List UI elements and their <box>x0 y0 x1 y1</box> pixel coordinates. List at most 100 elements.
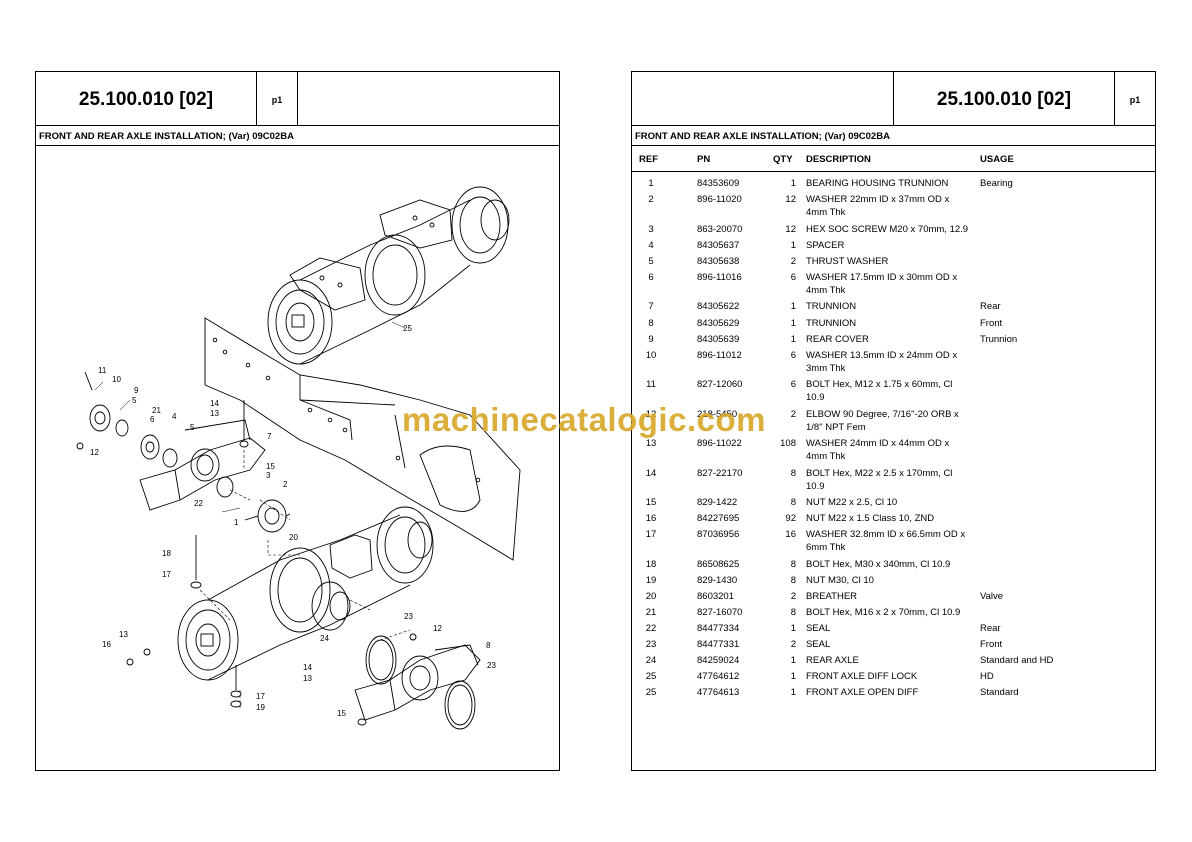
callout-11: 11 <box>98 366 107 375</box>
row-ref: 5 <box>648 256 654 267</box>
col-header-usage: USAGE <box>980 154 1014 165</box>
row-pn: 827-22170 <box>697 468 743 479</box>
row-description: ELBOW 90 Degree, 7/16"-20 ORB x <box>806 409 959 420</box>
row-qty: 8 <box>790 497 796 508</box>
callout-2: 2 <box>283 480 288 489</box>
row-pn: 47764612 <box>697 671 740 682</box>
row-usage: Standard <box>980 687 1019 698</box>
row-description: BEARING HOUSING TRUNNION <box>806 178 949 189</box>
row-ref: 14 <box>645 468 657 479</box>
row-description: SPACER <box>806 240 845 251</box>
row-ref: 13 <box>645 438 657 449</box>
callout-6: 6 <box>150 415 155 424</box>
row-description: REAR AXLE <box>806 655 859 666</box>
row-ref: 17 <box>645 529 657 540</box>
row-qty: 8 <box>790 468 796 479</box>
callout-24: 24 <box>320 634 329 643</box>
bearing-housing-1 <box>257 499 287 533</box>
row-pn: 827-16070 <box>697 607 743 618</box>
left-page-number: p1 <box>271 95 283 105</box>
row-ref: 6 <box>648 272 654 283</box>
row-qty: 2 <box>790 256 796 267</box>
watermark: machinecatalogic.com <box>402 401 766 438</box>
callout-9: 9 <box>134 386 139 395</box>
row-description: BREATHER <box>806 591 858 602</box>
row-pn: 8603201 <box>697 591 734 602</box>
right-page-number: p1 <box>1129 95 1141 105</box>
callout-20: 20 <box>289 533 298 542</box>
row-description: BOLT Hex, M16 x 2 x 70mm, Cl 10.9 <box>806 607 961 618</box>
col-header-ref: REF <box>639 154 658 165</box>
row-qty: 2 <box>790 409 796 420</box>
callout-23: 23 <box>404 612 413 621</box>
callout-5: 5 <box>132 396 137 405</box>
callout-17: 17 <box>162 570 171 579</box>
callout-16: 16 <box>102 640 111 649</box>
washer-13 <box>126 658 134 666</box>
row-description: NUT M30, Cl 10 <box>806 575 874 586</box>
row-qty: 2 <box>790 591 796 602</box>
row-description: NUT M22 x 2.5, Cl 10 <box>806 497 898 508</box>
nut-15a <box>239 440 249 448</box>
right-section-title: FRONT AND REAR AXLE INSTALLATION; (Var) … <box>635 131 890 142</box>
callout-13c: 13 <box>303 674 312 683</box>
thrust-washer-5b <box>162 448 178 468</box>
diagram-callouts: 25 11 10 9 5 21 6 4 5 12 14 13 7 15 3 2 … <box>90 324 496 718</box>
row-description: HEX SOC SCREW M20 x 70mm, 12.9 <box>806 224 969 235</box>
row-pn: 863-20070 <box>697 224 743 235</box>
rear-trunnion-7 <box>139 419 266 511</box>
row-description: WASHER 22mm ID x 37mm OD x <box>806 194 950 205</box>
row-qty: 6 <box>790 379 796 390</box>
table-header-bar <box>631 145 1156 172</box>
frame-bolt-holes <box>212 337 481 483</box>
row-ref: 24 <box>645 655 657 666</box>
row-description-cont: 10.9 <box>806 392 825 403</box>
elbow-12b <box>409 633 417 641</box>
row-ref: 1 <box>648 178 654 189</box>
rear-cover-9 <box>89 404 111 432</box>
row-usage: Rear <box>980 301 1001 312</box>
nut-15b <box>357 718 367 726</box>
row-pn: 84477334 <box>697 623 740 634</box>
spacer-4 <box>140 434 160 460</box>
row-ref: 20 <box>645 591 657 602</box>
row-pn: 218-5450 <box>697 409 738 420</box>
row-ref: 19 <box>645 575 657 586</box>
callout-19: 19 <box>256 703 265 712</box>
row-description: WASHER 32.8mm ID x 66.5mm OD x <box>806 529 966 540</box>
row-usage: Front <box>980 639 1003 650</box>
left-section-title: FRONT AND REAR AXLE INSTALLATION; (Var) … <box>39 131 294 142</box>
callout-18: 18 <box>162 549 171 558</box>
row-usage: Bearing <box>980 178 1013 189</box>
row-pn: 47764613 <box>697 687 740 698</box>
row-description-cont: 6mm Thk <box>806 542 846 553</box>
row-description-cont: 4mm Thk <box>806 285 846 296</box>
row-qty: 92 <box>785 513 796 524</box>
row-qty: 1 <box>790 623 796 634</box>
row-pn: 829-1430 <box>697 575 738 586</box>
callout-13b: 13 <box>119 630 128 639</box>
right-page-code: 25.100.010 [02] <box>936 89 1072 110</box>
row-description-cont: 1/8" NPT Fem <box>806 422 866 433</box>
row-qty: 6 <box>790 350 796 361</box>
row-pn: 896-11020 <box>697 194 742 205</box>
callout-4: 4 <box>172 412 177 421</box>
callout-14: 14 <box>210 399 219 408</box>
row-pn: 84305629 <box>697 318 740 329</box>
row-qty: 6 <box>790 272 796 283</box>
row-pn: 84259024 <box>697 655 740 666</box>
row-description: WASHER 24mm ID x 44mm OD x <box>806 438 950 449</box>
row-pn: 87036956 <box>697 529 740 540</box>
row-ref: 18 <box>645 559 657 570</box>
row-usage: Valve <box>980 591 1004 602</box>
callout-15b: 15 <box>337 709 346 718</box>
callout-17b: 17 <box>256 692 265 701</box>
callout-5b: 5 <box>190 423 195 432</box>
row-usage: Rear <box>980 623 1001 634</box>
row-ref: 21 <box>645 607 657 618</box>
left-title-bar <box>35 125 560 146</box>
row-description-cont: 3mm Thk <box>806 363 846 374</box>
row-ref: 9 <box>648 334 654 345</box>
row-qty: 1 <box>790 655 796 666</box>
row-ref: 23 <box>645 639 657 650</box>
